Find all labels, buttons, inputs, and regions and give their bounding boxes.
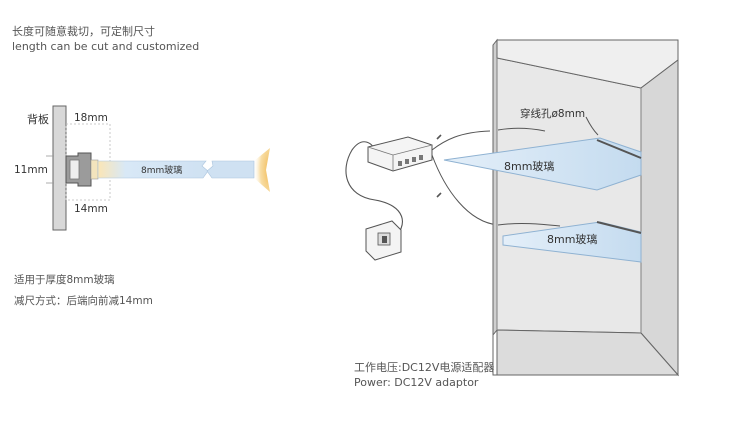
cabinet: 穿线孔ø8mm 8mm玻璃 8mm玻璃 [443,38,680,377]
cabinet-back [496,57,642,334]
cabinet-side [640,58,679,377]
shelf-lower-label: 8mm玻璃 [547,232,597,246]
dim-bottom-label: 14mm [74,203,108,215]
note-cut-method: 减尺方式：后端向前减14mm [14,295,153,307]
profile-lens [90,159,99,180]
wire-hole-label: 穿线孔ø8mm [520,107,585,120]
glass-panel-right [206,160,255,179]
note-power-cn: 工作电压:DC12V电源适配器 [354,361,495,374]
power-adaptor-group [345,130,499,261]
profile-section: 背板 8mm玻璃 18mm 11mm 14mm [14,105,270,231]
profile-glass-label: 8mm玻璃 [141,164,182,176]
edge-glow [254,148,270,192]
backboard-panel [52,105,67,231]
dim-top-label: 18mm [74,112,108,124]
led-strip [69,159,80,180]
shelf-upper [443,137,642,191]
note-power-en: Power: DC12V adaptor [354,376,479,389]
backboard-label: 背板 [27,112,49,126]
adaptor-box [367,136,433,172]
dim-left-label: 11mm [14,164,48,176]
note-glass-thickness: 适用于厚度8mm玻璃 [14,274,115,286]
shelf-lower [502,221,642,263]
note-length-en: length can be cut and customized [12,40,200,53]
note-length-cn: 长度可随意裁切，可定制尺寸 [12,25,155,38]
shelf-upper-label: 8mm玻璃 [504,159,554,173]
